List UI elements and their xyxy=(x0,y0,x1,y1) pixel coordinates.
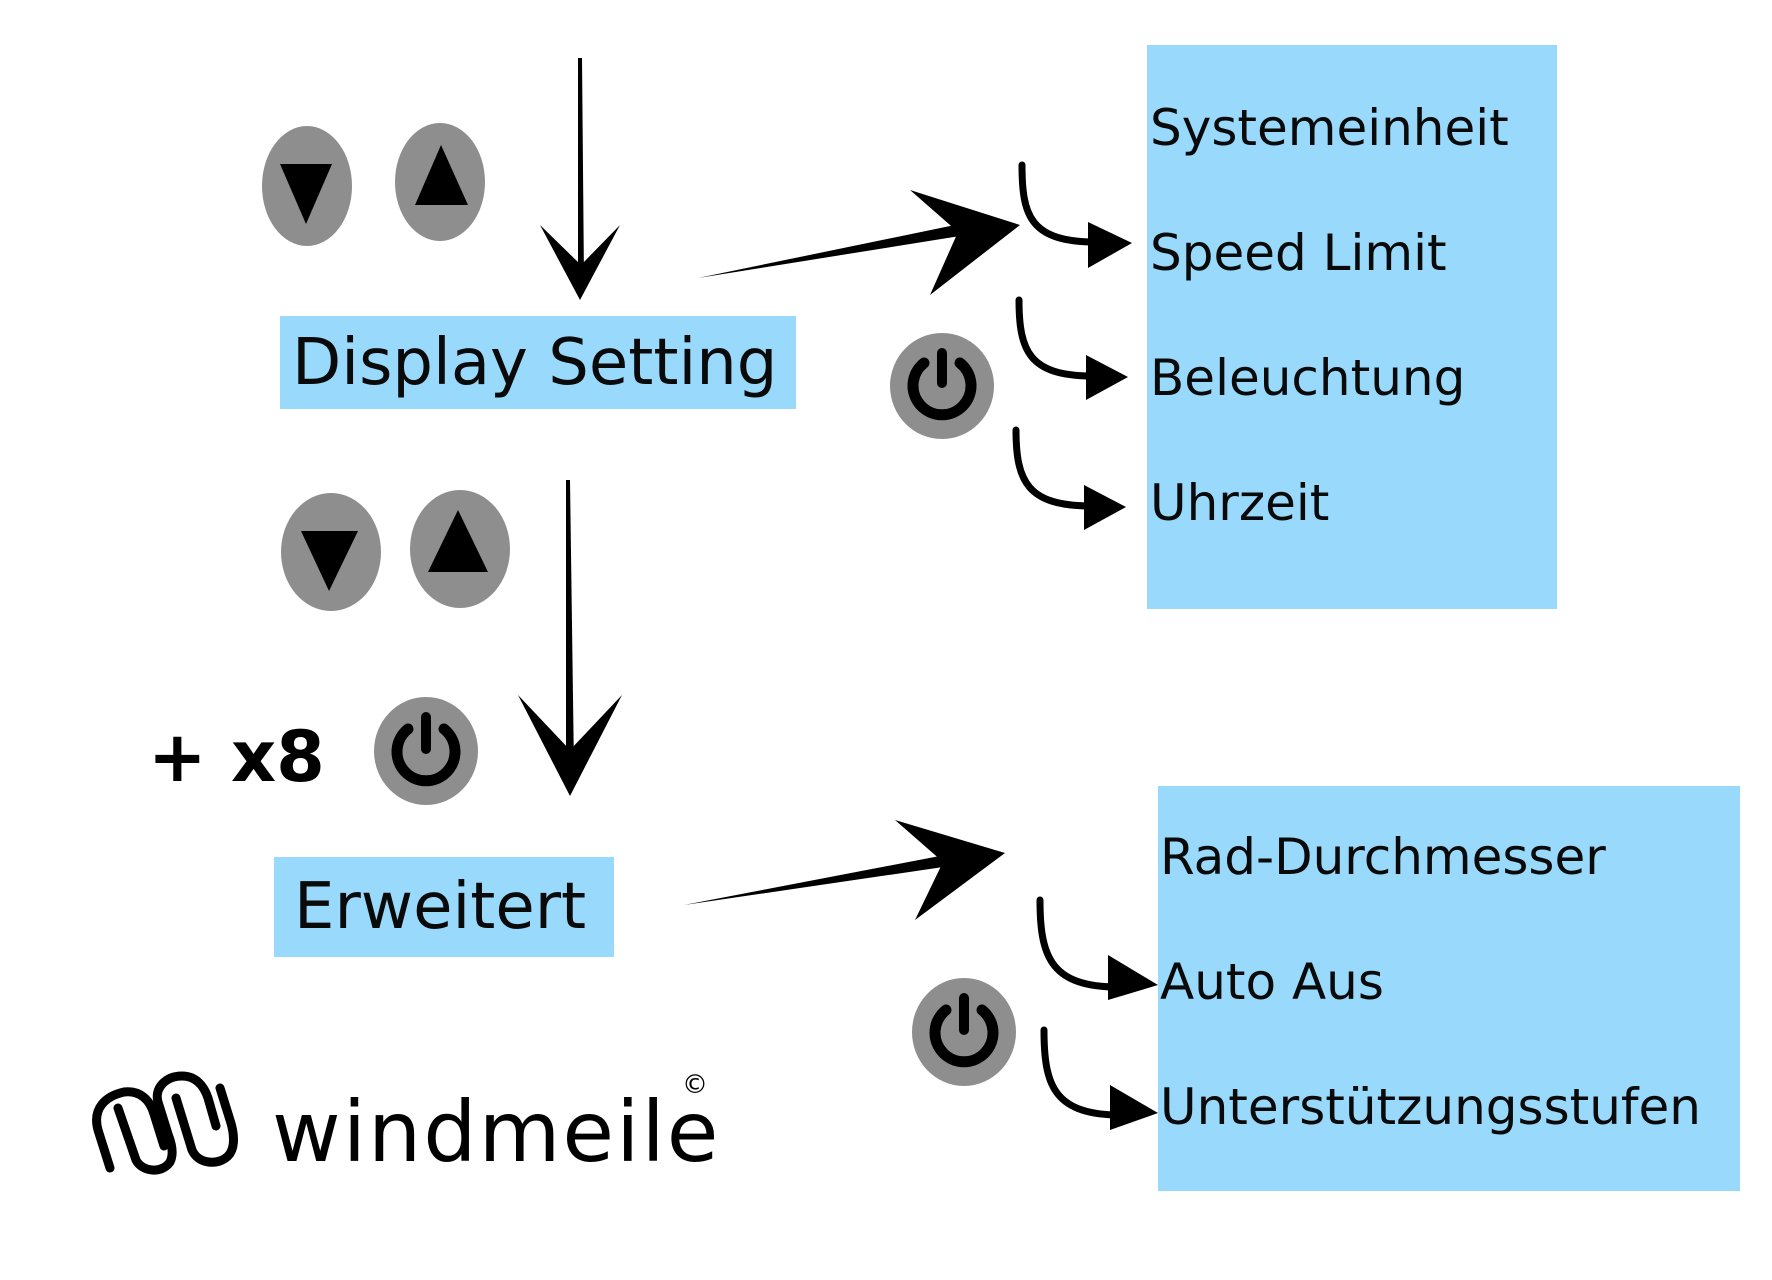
arrow-down-to-erweitert xyxy=(518,480,622,796)
triangle-down-icon xyxy=(301,531,358,591)
menu-display-setting[interactable]: Display Setting xyxy=(280,316,796,409)
power-button[interactable] xyxy=(890,333,994,439)
power-icon xyxy=(929,993,999,1068)
press-count-label: + x8 xyxy=(148,716,325,798)
erweitert-submenu-panel xyxy=(1158,786,1740,1191)
arrow-down-to-display-setting xyxy=(540,58,620,300)
display-setting-submenu-panel xyxy=(1147,45,1557,609)
arrow-erweitert-to-submenu xyxy=(684,820,1005,920)
triangle-down-icon xyxy=(280,164,332,224)
up-button[interactable] xyxy=(395,123,485,241)
curved-arrow-to-auto-aus xyxy=(1036,896,1158,1000)
power-icon xyxy=(907,348,977,421)
triangle-up-icon xyxy=(415,145,468,205)
submenu-item-speed-limit[interactable]: Speed Limit xyxy=(1150,224,1447,282)
submenu-item-uhrzeit[interactable]: Uhrzeit xyxy=(1150,474,1330,532)
triangle-up-icon xyxy=(428,510,488,572)
submenu-item-beleuchtung[interactable]: Beleuchtung xyxy=(1150,349,1466,407)
submenu-item-unterstuetzungsstufen[interactable]: Unterstützungsstufen xyxy=(1160,1078,1701,1136)
down-button-2[interactable] xyxy=(281,493,381,611)
curved-arrow-to-unterstuetzungsstufen xyxy=(1040,1026,1158,1130)
down-button[interactable] xyxy=(262,126,352,246)
curved-arrow-to-beleuchtung xyxy=(1015,296,1128,400)
arrow-display-setting-to-submenu xyxy=(698,190,1020,295)
menu-erweitert[interactable]: Erweitert xyxy=(274,857,614,957)
submenu-item-auto-aus[interactable]: Auto Aus xyxy=(1160,953,1384,1011)
submenu-item-systemeinheit[interactable]: Systemeinheit xyxy=(1150,99,1509,157)
curved-arrow-to-uhrzeit xyxy=(1012,426,1126,530)
power-button-press-x8[interactable] xyxy=(374,697,478,805)
windmeile-wave-logo-icon xyxy=(92,1071,238,1175)
power-button-2[interactable] xyxy=(912,978,1016,1086)
menu-erweitert-label: Erweitert xyxy=(294,870,587,944)
power-icon xyxy=(391,712,461,787)
menu-display-setting-label: Display Setting xyxy=(292,325,778,400)
brand-wordmark: windmeile xyxy=(272,1083,721,1181)
submenu-item-rad-durchmesser[interactable]: Rad-Durchmesser xyxy=(1160,828,1606,886)
copyright-icon: © xyxy=(682,1070,708,1100)
up-button-2[interactable] xyxy=(410,490,510,608)
curved-arrow-to-speed-limit xyxy=(1018,161,1132,268)
